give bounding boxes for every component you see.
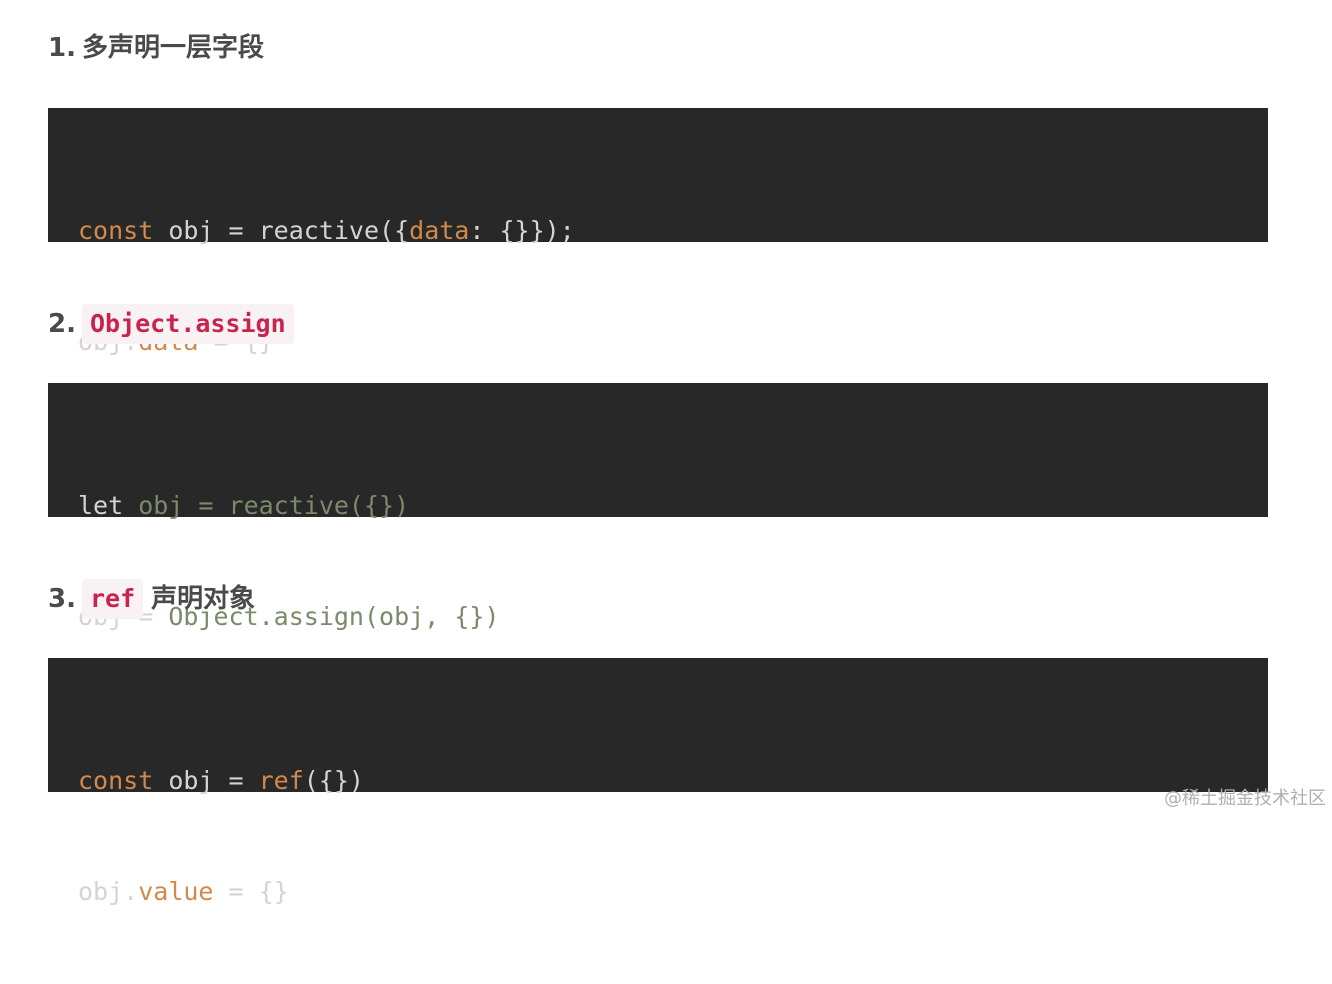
code-block-2: let obj = reactive({}) obj = Object.assi… [48,383,1268,631]
code-line: obj.value = {} [78,873,1238,910]
code-keyword: const [78,216,154,245]
code-text: ({}) [303,766,364,795]
code-keyword: const [78,766,154,795]
code-text: : {}}); [469,216,575,245]
code-function: ref [258,766,304,795]
code-text: obj = [153,766,259,795]
code-keyword: let [78,491,124,520]
section-title: 声明对象 [151,584,256,614]
section-number: 3. [48,584,76,614]
code-line: const obj = reactive({data: {}}); [78,212,1238,249]
code-property: data [409,216,470,245]
code-line: const obj = ref({}) [78,762,1238,799]
section-heading-1: 1.多声明一层字段 [48,28,264,68]
code-block-3: const obj = ref({}) obj.value = {} [48,658,1268,906]
code-text: obj = reactive({ [153,216,410,245]
code-block-1: const obj = reactive({data: {}}); obj.da… [48,108,1268,356]
code-text: obj. [78,877,139,906]
inline-code: Object.assign [81,304,294,344]
code-text: obj = reactive({}) [123,491,410,520]
section-title: 多声明一层字段 [81,33,264,63]
code-text: = {} [213,877,289,906]
section-number: 2. [48,309,76,339]
code-line: let obj = reactive({}) [78,487,1238,524]
inline-code: ref [81,579,144,619]
code-text: Object.assign(obj, {}) [168,602,500,631]
code-property: value [138,877,214,906]
section-number: 1. [48,33,76,63]
watermark: @稀土掘金技术社区 [1164,788,1326,809]
section-heading-2: 2.Object.assign [48,304,294,344]
